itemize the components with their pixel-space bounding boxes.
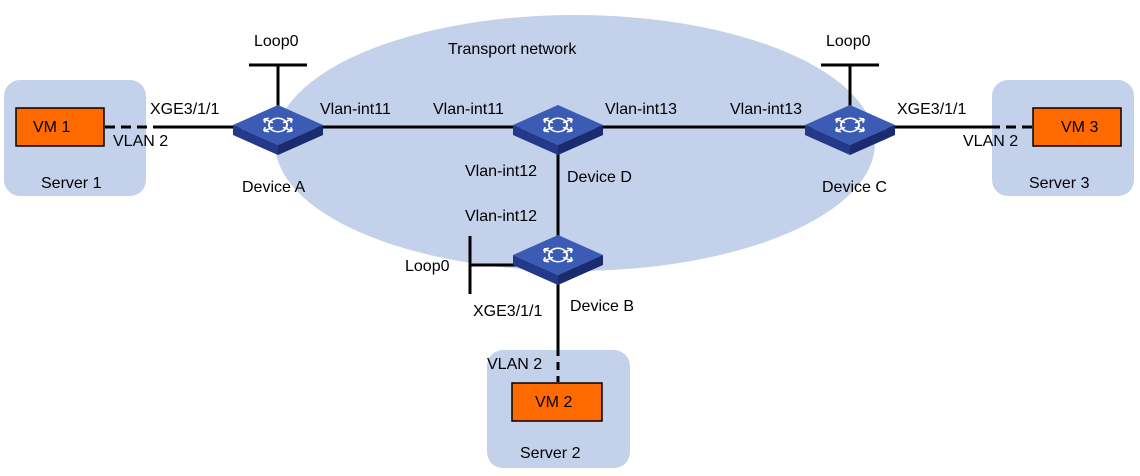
vm-3: VM 3 bbox=[1032, 107, 1122, 147]
a-vlan-label: VLAN 2 bbox=[113, 133, 168, 150]
device-d-label: Device D bbox=[567, 169, 632, 186]
b-xge-label: XGE3/1/1 bbox=[473, 303, 542, 320]
transport-network-label: Transport network bbox=[448, 41, 577, 58]
c-xge-label: XGE3/1/1 bbox=[897, 101, 966, 118]
loop0-c-label: Loop0 bbox=[826, 33, 871, 50]
c-vlan-label: VLAN 2 bbox=[963, 133, 1018, 150]
a-vlanint-label: Vlan-int11 bbox=[320, 101, 391, 118]
loop0-b-label: Loop0 bbox=[405, 258, 450, 275]
vm-1: VM 1 bbox=[15, 107, 105, 147]
device-a-switch-icon bbox=[233, 105, 323, 155]
vm-3-label: VM 3 bbox=[1061, 119, 1098, 136]
a-xge-label: XGE3/1/1 bbox=[150, 101, 219, 118]
server-1-label: Server 1 bbox=[41, 175, 102, 192]
device-a-label: Device A bbox=[242, 179, 305, 196]
vm-2: VM 2 bbox=[511, 382, 603, 422]
b-vlan-label: VLAN 2 bbox=[487, 356, 542, 373]
vm-1-label: VM 1 bbox=[33, 119, 70, 136]
links bbox=[105, 63, 1035, 382]
server-3-label: Server 3 bbox=[1029, 175, 1090, 192]
server-2-label: Server 2 bbox=[520, 445, 581, 462]
device-d-switch-icon bbox=[513, 105, 603, 155]
c-vlanint-label: Vlan-int13 bbox=[730, 101, 802, 118]
device-c-label: Device C bbox=[822, 179, 887, 196]
device-c-switch-icon bbox=[805, 105, 895, 155]
device-b-label: Device B bbox=[570, 298, 634, 315]
d-vlanint12-label: Vlan-int12 bbox=[465, 163, 537, 180]
loop0-a-label: Loop0 bbox=[254, 33, 299, 50]
d-vlanint13-label: Vlan-int13 bbox=[605, 101, 677, 118]
d-vlanint11-label: Vlan-int11 bbox=[433, 101, 504, 118]
device-b-switch-icon bbox=[513, 235, 603, 285]
vm-2-label: VM 2 bbox=[535, 394, 572, 411]
b-vlanint-label: Vlan-int12 bbox=[465, 208, 537, 225]
